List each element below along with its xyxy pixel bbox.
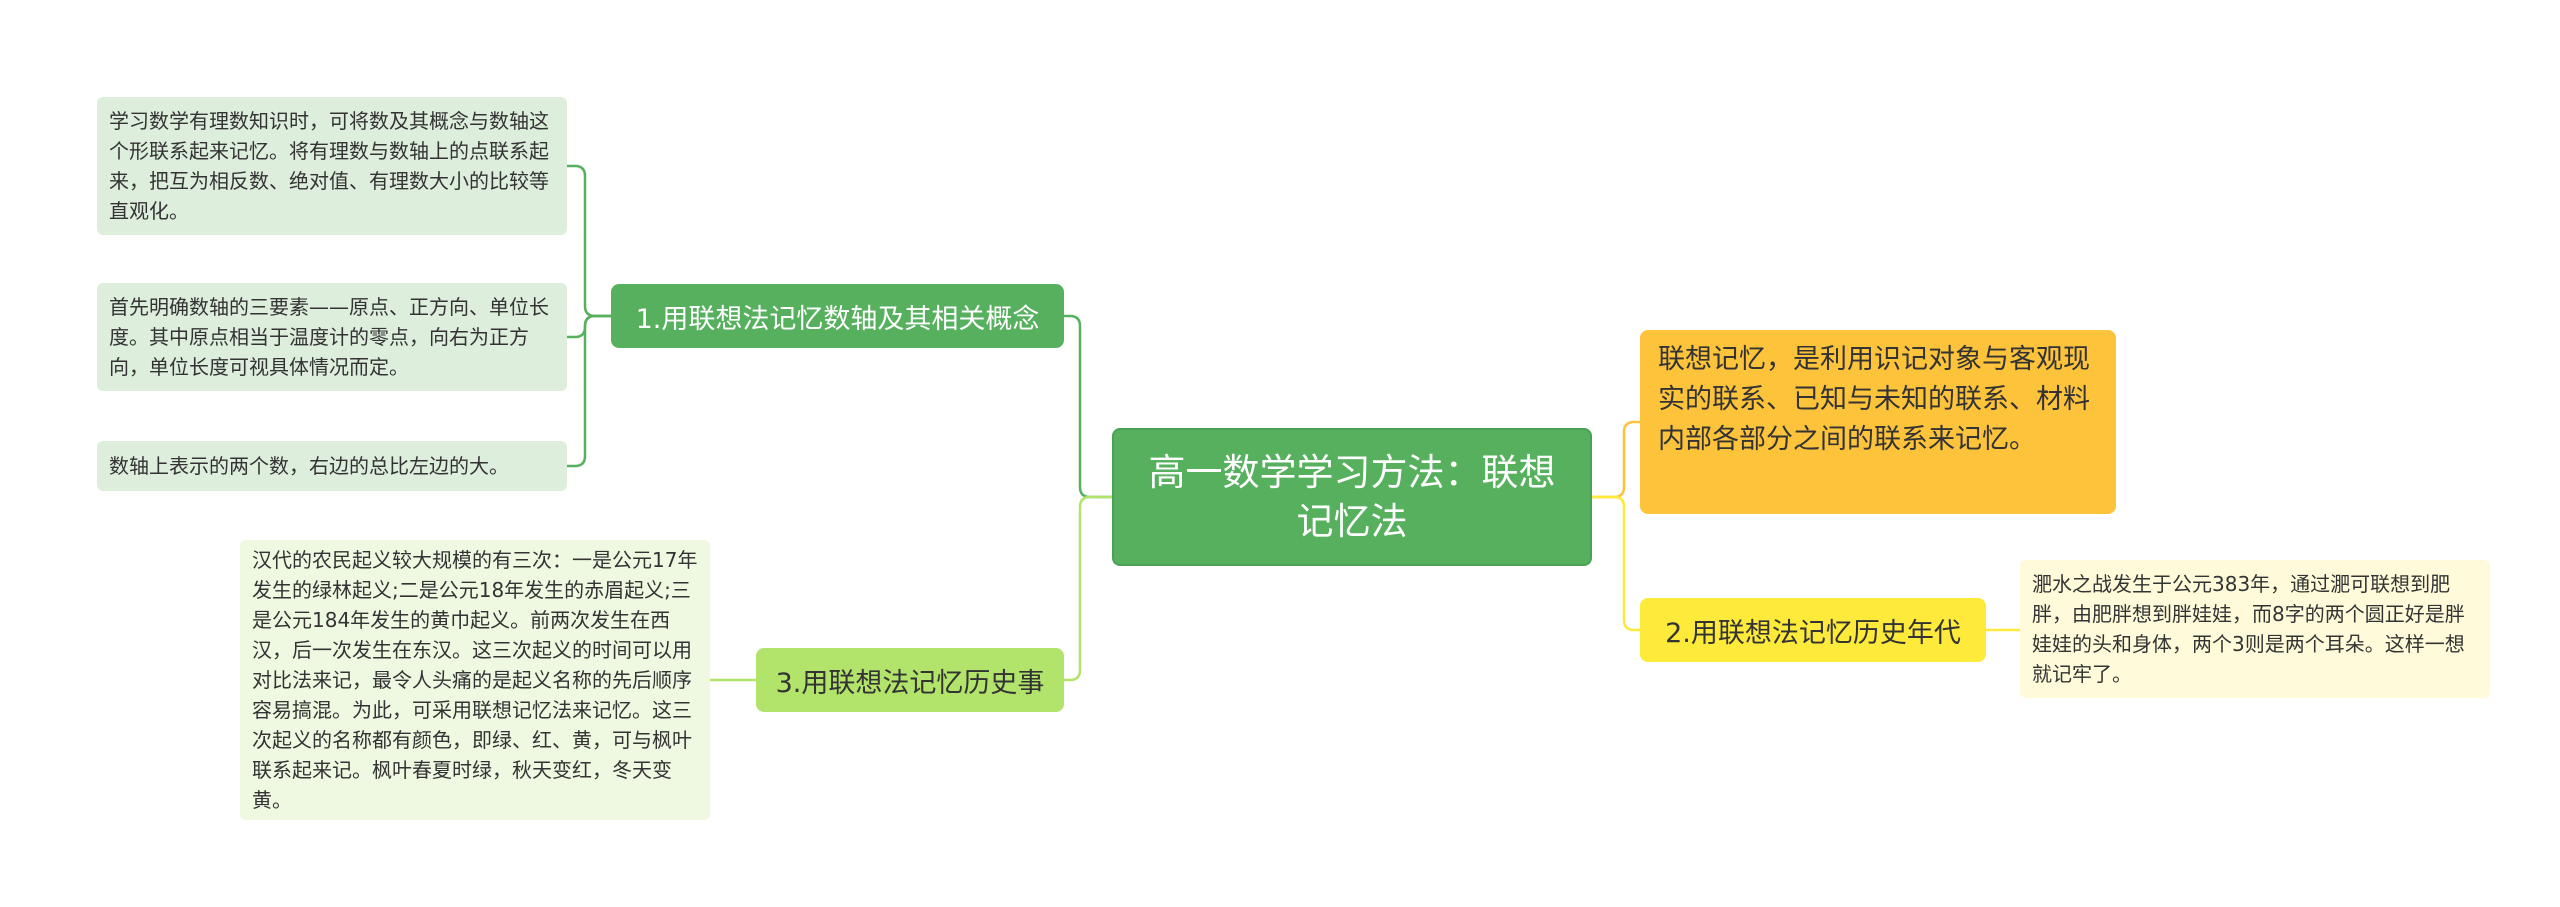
branch-number-line[interactable]: 1.用联想法记忆数轴及其相关概念 [611, 284, 1064, 348]
link-root-branch-def [1592, 420, 1640, 499]
leaf-number-line-elements[interactable]: 首先明确数轴的三要素——原点、正方向、单位长度。其中原点相当于温度计的零点，向右… [97, 283, 567, 391]
link-root-branch3 [1064, 495, 1112, 682]
leaf-number-line-intro-text: 学习数学有理数知识时，可将数及其概念与数轴这个形联系起来记忆。将有理数与数轴上的… [109, 109, 549, 223]
link-branch1-leaf2 [567, 314, 611, 339]
branch-number-line-label: 1.用联想法记忆数轴及其相关概念 [635, 303, 1040, 335]
link-branch1-leaf3 [567, 314, 611, 468]
root-topic[interactable]: 高一数学学习方法：联想记忆法 [1112, 428, 1592, 566]
leaf-peasant-uprisings[interactable]: 汉代的农民起义较大规模的有三次：一是公元17年发生的绿林起义;二是公元18年发生… [240, 540, 710, 820]
branch-history-dates-label: 2.用联想法记忆历史年代 [1665, 617, 1961, 649]
leaf-number-line-compare-text: 数轴上表示的两个数，右边的总比左边的大。 [109, 454, 509, 478]
branch-definition-label: 联想记忆，是利用识记对象与客观现实的联系、已知与未知的联系、材料内部各部分之间的… [1658, 344, 2090, 455]
link-root-branch2 [1592, 495, 1640, 632]
leaf-peasant-uprisings-text: 汉代的农民起义较大规模的有三次：一是公元17年发生的绿林起义;二是公元18年发生… [252, 548, 698, 812]
leaf-number-line-intro[interactable]: 学习数学有理数知识时，可将数及其概念与数轴这个形联系起来记忆。将有理数与数轴上的… [97, 97, 567, 235]
link-root-branch1 [1064, 314, 1112, 499]
link-branch1-leaf1 [567, 164, 611, 318]
leaf-feishui-battle[interactable]: 淝水之战发生于公元383年，通过淝可联想到肥胖，由肥胖想到胖娃娃，而8字的两个圆… [2020, 560, 2490, 698]
branch-history-events[interactable]: 3.用联想法记忆历史事 [756, 648, 1064, 712]
root-topic-label: 高一数学学习方法：联想记忆法 [1148, 451, 1556, 543]
leaf-feishui-battle-text: 淝水之战发生于公元383年，通过淝可联想到肥胖，由肥胖想到胖娃娃，而8字的两个圆… [2032, 572, 2465, 686]
branch-definition[interactable]: 联想记忆，是利用识记对象与客观现实的联系、已知与未知的联系、材料内部各部分之间的… [1640, 330, 2116, 514]
branch-history-events-label: 3.用联想法记忆历史事 [775, 667, 1045, 699]
leaf-number-line-elements-text: 首先明确数轴的三要素——原点、正方向、单位长度。其中原点相当于温度计的零点，向右… [109, 295, 549, 379]
leaf-number-line-compare[interactable]: 数轴上表示的两个数，右边的总比左边的大。 [97, 441, 567, 491]
branch-history-dates[interactable]: 2.用联想法记忆历史年代 [1640, 598, 1986, 662]
